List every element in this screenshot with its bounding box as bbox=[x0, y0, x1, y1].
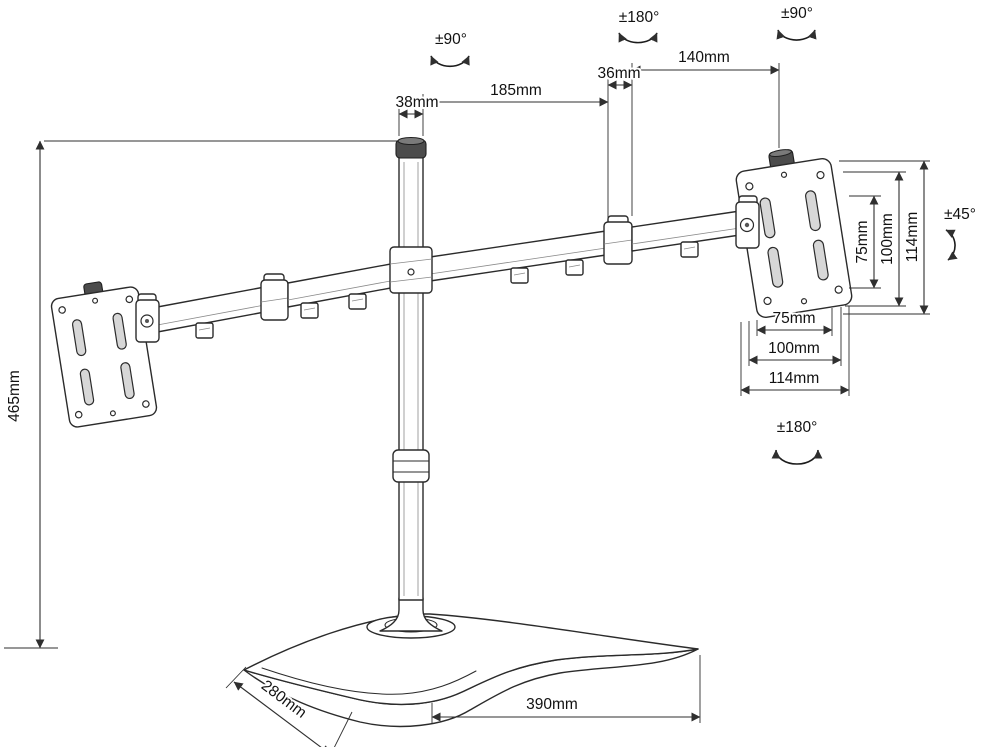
screw-hole bbox=[763, 296, 772, 306]
right-vesa-plate bbox=[735, 149, 853, 319]
dim-label-vesa-100v: 100mm bbox=[879, 213, 896, 265]
pole-collar bbox=[392, 449, 430, 483]
right-elbow-line bbox=[603, 239, 633, 245]
rotation-label-pole: ±90° bbox=[435, 31, 467, 48]
pole-collar-lines bbox=[392, 460, 430, 473]
extension-lines-top bbox=[398, 63, 780, 220]
pole-column bbox=[398, 155, 424, 601]
pole-foot-flare bbox=[379, 597, 443, 632]
screw-hole bbox=[745, 182, 754, 191]
left-pivot-pin bbox=[145, 319, 149, 323]
dim-label-base-width: 390mm bbox=[526, 696, 578, 713]
vesa-slot bbox=[805, 190, 821, 232]
vesa-slot bbox=[812, 239, 829, 281]
left-vesa-plate bbox=[50, 281, 158, 428]
left-elbow-line bbox=[260, 297, 289, 303]
right-arm-outer-edge bbox=[631, 227, 741, 245]
base bbox=[243, 613, 699, 728]
hub-bolt bbox=[407, 268, 415, 276]
pole-highlight bbox=[403, 162, 419, 596]
rotation-label-arm: ±180° bbox=[619, 9, 660, 26]
pole-arm-hub bbox=[389, 246, 433, 294]
rotation-arc-head bbox=[776, 29, 817, 41]
extension-lines-height bbox=[4, 140, 397, 649]
vesa-slot bbox=[767, 246, 784, 288]
cable-clip-lines bbox=[198, 298, 364, 331]
vesa-slot bbox=[79, 368, 95, 406]
hub-lines bbox=[389, 258, 433, 283]
extension-lines-right bbox=[839, 160, 930, 315]
vesa-slot bbox=[71, 319, 87, 357]
screw-hole bbox=[58, 306, 66, 314]
vesa-slot bbox=[112, 312, 127, 350]
screw-hole bbox=[816, 170, 825, 180]
vesa-side-dimensions: 75mm 100mm 114mm ±45° bbox=[839, 160, 978, 315]
left-arm-inner-segment bbox=[287, 262, 397, 308]
pole-top-cap-top bbox=[397, 137, 425, 145]
dim-line-280mm bbox=[233, 681, 331, 747]
right-pivot-pin bbox=[744, 222, 750, 228]
cable-clip-lines bbox=[513, 246, 696, 276]
dim-label-vesa-100h: 100mm bbox=[768, 340, 820, 357]
screw-hole bbox=[109, 410, 116, 417]
tilt-label: ±45° bbox=[944, 206, 976, 223]
rotation-arc-vesa bbox=[771, 449, 823, 465]
cable-clip bbox=[348, 293, 367, 310]
top-dimensions: 38mm 185mm 36mm 140mm bbox=[393, 47, 780, 220]
vesa-bottom-dimensions: 75mm 100mm 114mm ±180° bbox=[740, 306, 850, 465]
screw-hole bbox=[125, 295, 134, 304]
base-contour-line bbox=[261, 667, 477, 695]
rotation-arc-pole bbox=[430, 55, 470, 68]
right-arm bbox=[429, 210, 741, 284]
dim-label-joint: 36mm bbox=[597, 65, 640, 82]
rotation-arc-arm bbox=[618, 32, 658, 44]
extension-lines-base-depth bbox=[225, 666, 353, 747]
left-cable-clips bbox=[195, 293, 367, 339]
screw-hole bbox=[92, 297, 99, 304]
rotation-callouts-top: ±90° ±180° ±90° bbox=[430, 3, 817, 68]
left-arm bbox=[151, 262, 397, 339]
cable-clip bbox=[565, 259, 584, 276]
dim-label-arm-segment: 185mm bbox=[490, 82, 542, 99]
screw-hole bbox=[800, 298, 808, 305]
right-arm-inner-edge bbox=[429, 247, 607, 275]
dim-label-head-offset: 140mm bbox=[678, 49, 730, 66]
rotation-label-head: ±90° bbox=[781, 5, 813, 22]
pole bbox=[379, 137, 443, 632]
cable-clip bbox=[195, 322, 214, 339]
dim-label-vesa-114h: 114mm bbox=[769, 370, 820, 387]
cable-clip bbox=[300, 302, 319, 319]
dim-label-stand-height: 465mm bbox=[6, 370, 23, 422]
right-plate-knob-top bbox=[769, 149, 792, 157]
dim-label-vesa-75v: 75mm bbox=[854, 220, 871, 263]
right-cable-clips bbox=[510, 241, 699, 284]
screw-hole bbox=[142, 400, 150, 408]
tilt-arc bbox=[945, 229, 958, 261]
vesa-slot bbox=[120, 362, 135, 400]
vesa-slot bbox=[759, 197, 776, 239]
screw-hole bbox=[834, 285, 843, 294]
left-arm-inner-edge bbox=[287, 279, 397, 301]
dim-label-vesa-114v: 114mm bbox=[904, 212, 921, 263]
height-dimension: 465mm bbox=[4, 140, 397, 649]
rotation-label-vesa: ±180° bbox=[777, 419, 818, 436]
screw-hole bbox=[74, 410, 83, 419]
left-arm-outer-edge bbox=[151, 303, 271, 327]
dim-label-pole-cap: 38mm bbox=[395, 94, 438, 111]
cable-clip bbox=[680, 241, 699, 258]
cable-clip bbox=[510, 267, 529, 284]
dim-label-vesa-75h: 75mm bbox=[772, 310, 815, 327]
screw-hole bbox=[780, 171, 788, 178]
